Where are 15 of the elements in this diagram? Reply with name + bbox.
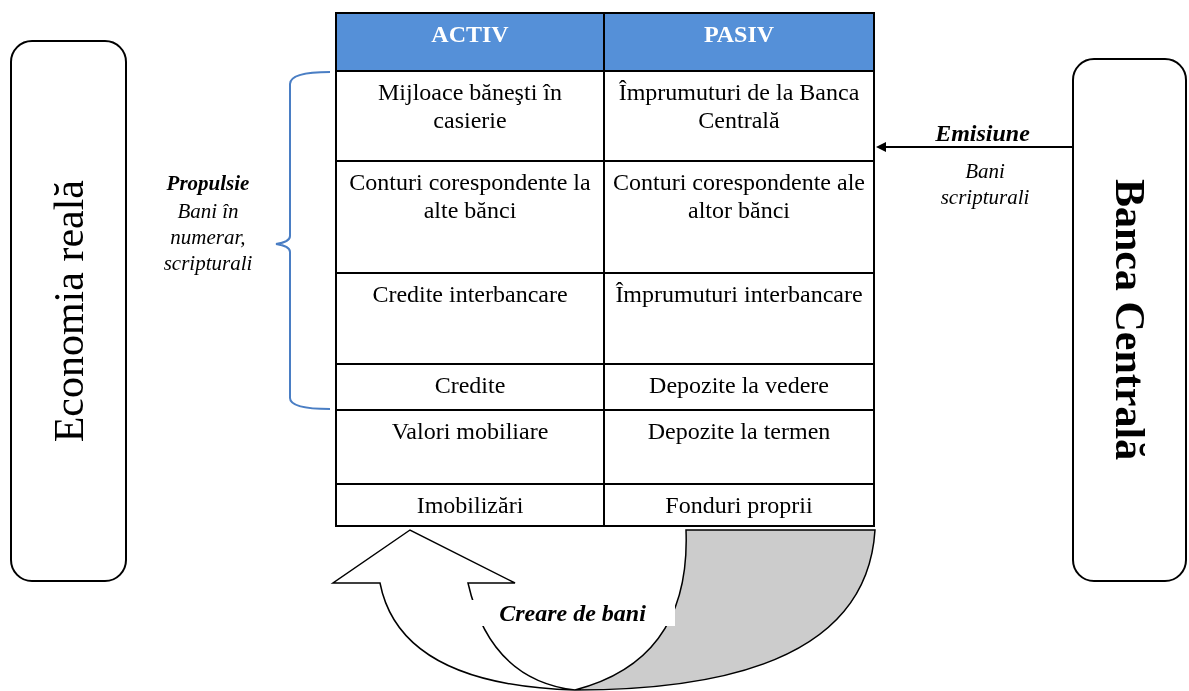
- vertical-title: Banca Centrală: [1105, 179, 1154, 461]
- column-header: ACTIV: [337, 14, 603, 72]
- column-header: PASIV: [605, 14, 873, 72]
- label: Propulsie: [165, 170, 251, 196]
- table-column: [605, 12, 875, 527]
- label: Bani în numerar, scripturali: [162, 198, 254, 276]
- edge-label: Emisiune: [934, 120, 1031, 146]
- edge-label: Creare de bani: [470, 600, 675, 626]
- table-column: [335, 12, 605, 527]
- vertical-title: Economia reală: [44, 179, 93, 443]
- curved-block-arrow: [332, 529, 876, 691]
- rounded-box: [1072, 58, 1187, 582]
- arrow: [876, 142, 1073, 152]
- rounded-box: [10, 40, 127, 582]
- label: Bani scripturali: [939, 158, 1031, 210]
